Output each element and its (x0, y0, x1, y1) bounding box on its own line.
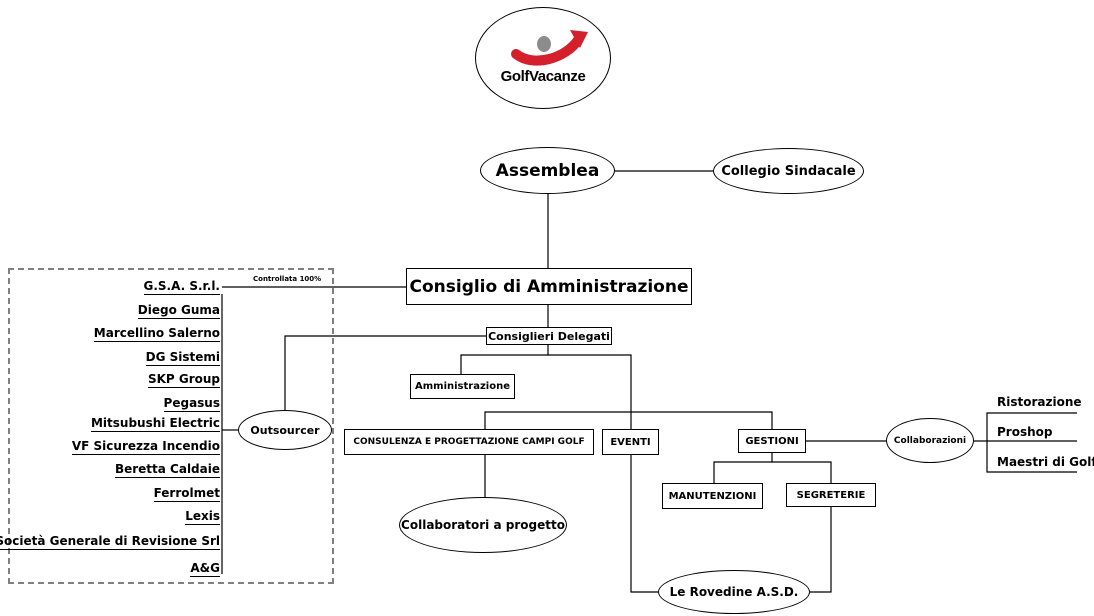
le-rovedine-node: Le Rovedine A.S.D. (658, 570, 810, 614)
collaborazioni-node: Collaborazioni (886, 418, 974, 463)
outsourcer-item: SKP Group (147, 372, 220, 388)
amministrazione-node: Amministrazione (410, 374, 515, 399)
outsourcer-item: Mitsubushi Electric (90, 416, 220, 432)
outsourcer-item: A&G (190, 561, 220, 577)
collaborazioni-item-proshop: Proshop (997, 425, 1053, 439)
outsourcer-item: G.S.A. S.r.l. (143, 279, 220, 295)
collaborazioni-item-ristorazione: Ristorazione (997, 395, 1082, 409)
logo-swoosh-icon (511, 30, 588, 66)
collaboratori-progetto-node: Collaboratori a progetto (399, 497, 567, 553)
eventi-node: EVENTI (602, 429, 659, 455)
manutenzioni-node: MANUTENZIONI (662, 483, 763, 509)
collaborazioni-item-maestri: Maestri di Golf (997, 455, 1094, 469)
outsourcer-item: Società Generale di Revisione Srl (0, 534, 220, 550)
golfvacanze-logo: GolfVacanze (475, 7, 611, 109)
outsourcer-item: Pegasus (163, 396, 220, 412)
logo-text: GolfVacanze (500, 68, 586, 85)
outsourcer-node: Outsourcer (238, 410, 332, 450)
segreterie-node: SEGRETERIE (786, 483, 876, 507)
consiglieri-delegati-node: Consiglieri Delegati (486, 327, 612, 345)
assemblea-node: Assemblea (480, 147, 615, 194)
outsourcer-group-border (8, 268, 334, 584)
gestioni-node: GESTIONI (738, 429, 806, 453)
outsourcer-item: Lexis (185, 509, 220, 525)
outsourcer-item: Beretta Caldaie (114, 462, 220, 478)
controllata-label: Controllata 100% (253, 275, 322, 283)
outsourcer-item: DG Sistemi (145, 350, 220, 366)
outsourcer-item: VF Sicurezza Incendio (71, 439, 220, 455)
consiglio-amministrazione-node: Consiglio di Amministrazione (406, 268, 692, 305)
consulenza-progettazione-node: CONSULENZA E PROGETTAZIONE CAMPI GOLF (344, 429, 594, 455)
outsourcer-item: Ferrolmet (153, 486, 220, 502)
outsourcer-item: Marcellino Salerno (93, 326, 220, 342)
outsourcer-item: Diego Guma (137, 303, 220, 319)
collegio-sindacale-node: Collegio Sindacale (713, 148, 864, 194)
